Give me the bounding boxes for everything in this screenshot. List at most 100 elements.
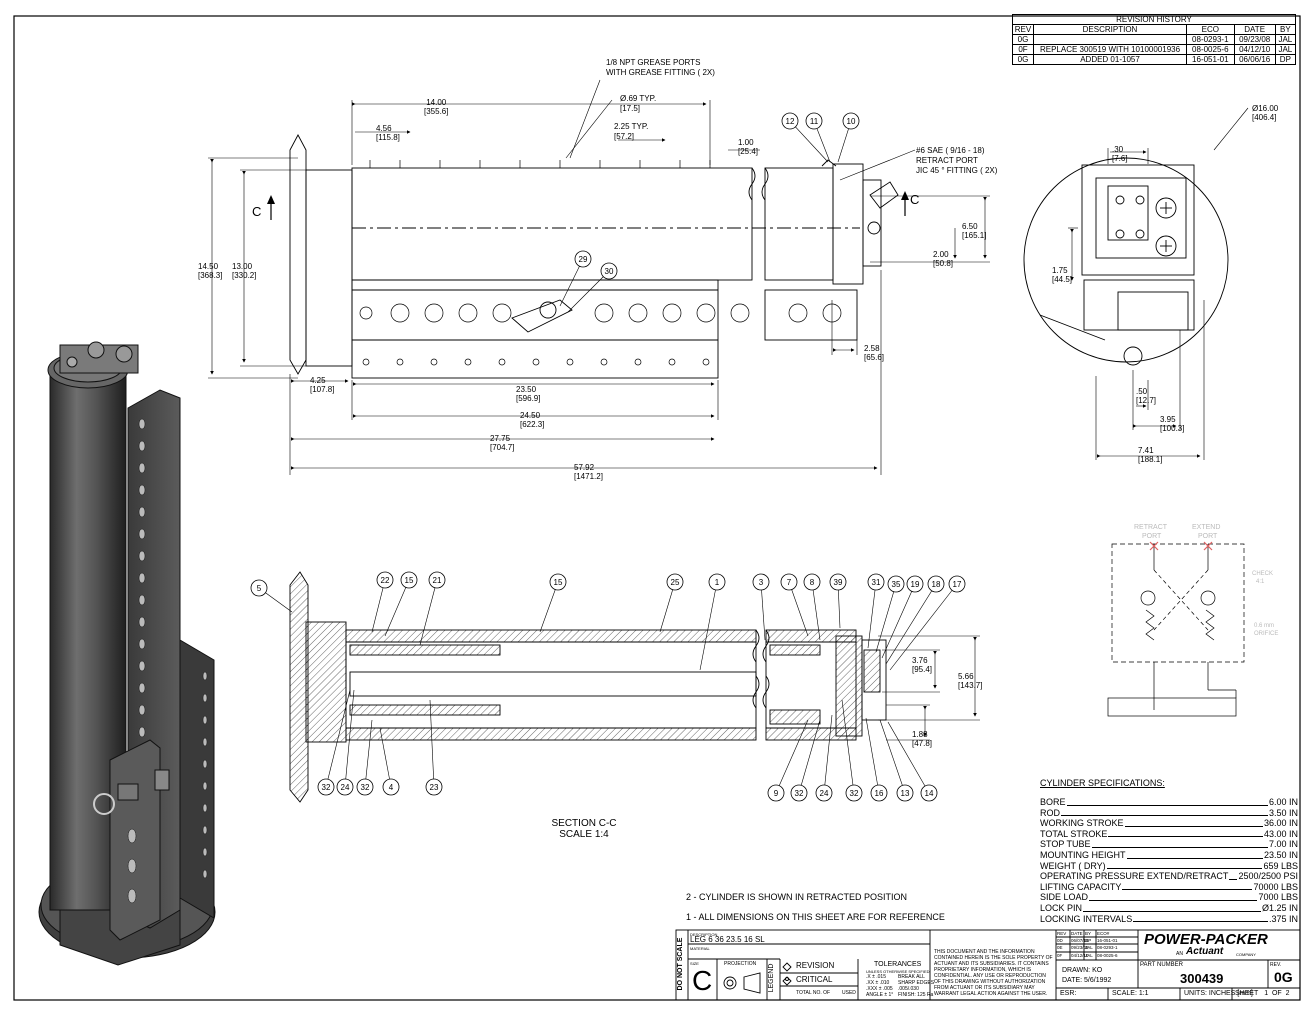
balloon-number: 24 [341, 783, 350, 792]
spec-value: Ø1.25 IN [1261, 902, 1298, 913]
esr-label: ESR: [1060, 990, 1077, 997]
balloon: 24 [336, 689, 355, 796]
drawn-by: DRAWN: KO [1062, 967, 1103, 974]
mini-rev-cell: 08-0025-6 [1097, 953, 1118, 958]
balloon-number: 1 [715, 578, 720, 587]
grease-callout: 1/8 NPT GREASE PORTS WITH GREASE FITTING… [606, 58, 715, 78]
spec-label: WORKING STROKE [1040, 818, 1124, 829]
balloon: 25 [659, 573, 684, 633]
sheet-border [13, 15, 1301, 1001]
balloon-number: 32 [795, 789, 804, 798]
balloon: 35 [875, 575, 905, 653]
company-suffix: COMPANY [1236, 952, 1256, 957]
balloon-number: 17 [953, 580, 962, 589]
schematic-label: 4:1 [1256, 579, 1265, 585]
callout-line: #6 SAE ( 9/16 - 18) [916, 146, 985, 155]
spec-label: SIDE LOAD [1040, 892, 1089, 903]
elevation-dim-lines [208, 79, 990, 475]
balloon: 19 [881, 575, 924, 659]
spec-value: 3.50 IN [1268, 807, 1298, 818]
company-name: POWER-PACKER [1144, 931, 1268, 948]
balloon: 24 [815, 714, 833, 802]
company-an: AN [1176, 951, 1183, 957]
balloon-number: 13 [901, 789, 910, 798]
mini-rev-cell: 06/07/16 [1071, 938, 1089, 943]
dimension-label: Ø16.00[406.4] [1252, 104, 1279, 122]
balloon: 31 [867, 573, 885, 649]
dimension-label: 6.50[165.1] [962, 222, 987, 240]
balloon-number: 29 [579, 255, 588, 264]
dimension-label: 3.76[95.4] [912, 656, 933, 674]
spec-label: LIFTING CAPACITY [1040, 881, 1122, 892]
spec-leader [1124, 818, 1263, 827]
balloon: 1 [699, 573, 726, 671]
callout-line: 2.25 TYP. [614, 122, 649, 131]
dimension-label: .50[12.7] [1136, 387, 1157, 405]
revision-history-table: REVISION HISTORY REV DESCRIPTION ECO DAT… [1012, 14, 1297, 65]
size-label: SIZE [690, 961, 699, 966]
dimension-label: 23.50[596.9] [516, 385, 541, 403]
total-no-label: TOTAL NO. OF [796, 990, 831, 996]
balloon: 8 [803, 573, 821, 641]
dimension-label: 7.41[188.1] [1138, 446, 1163, 464]
spec-label: TOTAL STROKE [1040, 828, 1108, 839]
spec-leader [1133, 914, 1268, 923]
dimension-label: 57.92[1471.2] [574, 463, 603, 481]
balloon: 18 [885, 575, 945, 665]
legend-label: LEGEND [768, 963, 775, 993]
balloon: 17 [889, 575, 966, 671]
critical-label: CRITICAL [796, 975, 833, 984]
balloon-number: 4 [389, 783, 394, 792]
spec-value: 7.00 IN [1268, 839, 1298, 850]
used-label: USED [842, 990, 856, 996]
balloon-number: 31 [872, 578, 881, 587]
spec-leader [1091, 839, 1268, 848]
spec-leader [1083, 903, 1261, 912]
balloon: 30 [567, 262, 618, 313]
spec-label: LOCK PIN [1040, 902, 1083, 913]
mini-rev-cell: 0D [1057, 938, 1063, 943]
dimension-label: 4.25[107.8] [310, 376, 335, 394]
balloon-number: 35 [892, 580, 901, 589]
isometric-render [38, 341, 216, 966]
balloon: 21 [419, 571, 446, 646]
balloon: 22 [371, 571, 394, 633]
spec-label: ROD [1040, 807, 1060, 818]
balloon-number: 30 [605, 267, 614, 276]
balloon-number: 10 [847, 117, 856, 126]
balloon-number: 3 [759, 578, 764, 587]
units-label: UNITS: INCHES [mm] [1184, 990, 1253, 997]
rev-label: REV. [1270, 962, 1282, 968]
schematic-label: RETRACT [1134, 524, 1168, 531]
balloon: 4 [379, 727, 400, 796]
spec-value: 7000 LBS [1258, 892, 1298, 903]
rev-cell: DP [1274, 54, 1297, 65]
balloon-number: 39 [834, 578, 843, 587]
balloon-number: 24 [820, 789, 829, 798]
balloon-number: 22 [381, 576, 390, 585]
section-mark-left: C [252, 204, 262, 219]
elevation-view [289, 134, 899, 379]
schematic-label: EXTEND [1192, 524, 1221, 531]
callout-line: RETRACT PORT [916, 156, 978, 165]
spec-leader [1126, 850, 1263, 859]
balloon-number: 25 [671, 578, 680, 587]
mini-rev-header: ECO# [1097, 931, 1110, 936]
dimension-label: 1.88[47.8] [912, 730, 933, 748]
callout-line: [17.5] [620, 104, 641, 113]
spec-row: WEIGHT ( DRY)659 LBS [1040, 861, 1298, 872]
balloon: 7 [780, 573, 809, 637]
revision-label: REVISION [796, 961, 835, 970]
spec-leader [1106, 861, 1263, 870]
section-cut-markers [267, 191, 909, 220]
spec-leader [1229, 871, 1238, 880]
section-title: SECTION C-C [551, 818, 617, 829]
title-block-frame [675, 929, 1301, 1001]
spec-value: 43.00 IN [1263, 828, 1298, 839]
sheet-label: SHEET 1 OF 2 [1235, 990, 1290, 997]
balloon: 3 [752, 573, 770, 641]
